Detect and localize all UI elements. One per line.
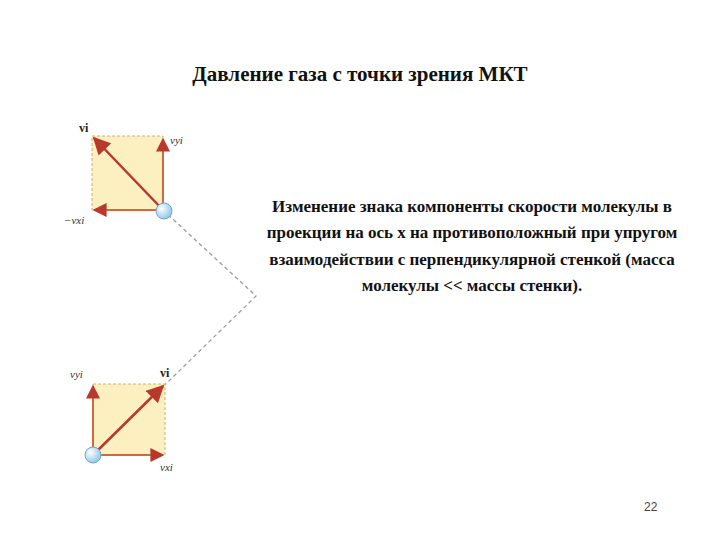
- molecule: [85, 447, 101, 463]
- velocity-label: vyi: [170, 134, 183, 146]
- velocity-component-arrow: [92, 386, 94, 455]
- slide-title: Давление газа с точки зрения МКТ: [60, 62, 660, 87]
- velocity-label: −vxi: [64, 214, 84, 226]
- velocity-arrow: [94, 138, 163, 210]
- velocity-square: [93, 384, 165, 455]
- velocity-component-arrow: [93, 454, 163, 456]
- velocity-arrow: [93, 386, 163, 455]
- description-text: Изменение знака компоненты скорости моле…: [262, 194, 682, 299]
- velocity-label: vi: [160, 366, 169, 381]
- velocity-label: vyi: [70, 368, 83, 380]
- velocity-label: vi: [79, 121, 88, 136]
- molecule: [156, 203, 172, 219]
- velocity-square: [92, 136, 163, 210]
- velocity-component-arrow: [94, 209, 163, 211]
- trajectory-line: [93, 210, 256, 455]
- velocity-label: vxi: [160, 461, 173, 473]
- page-number: 22: [644, 500, 657, 514]
- velocity-component-arrow: [162, 139, 164, 210]
